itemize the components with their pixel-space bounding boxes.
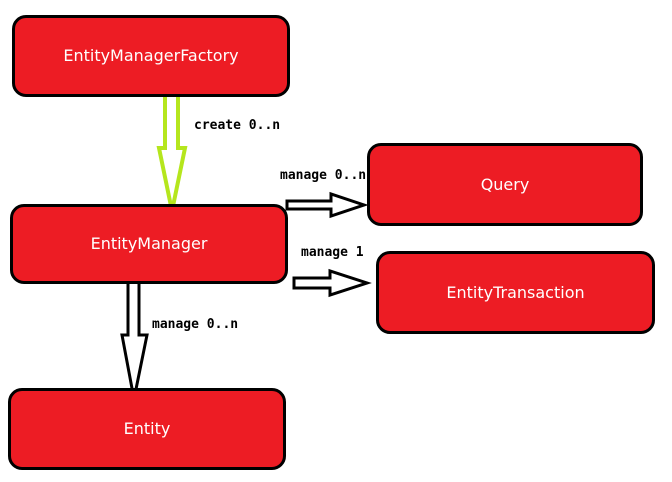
query-label: Query: [480, 174, 530, 194]
manage-query-edge-label: manage 0..n: [280, 168, 367, 183]
query-node: Query: [367, 143, 643, 226]
create-arrow: [156, 82, 188, 212]
manage-query-arrow: [285, 191, 369, 219]
entity-transaction-node: EntityTransaction: [376, 251, 655, 334]
entity-manager-factory-label: EntityManagerFactory: [63, 46, 239, 65]
entity-manager-factory-node: EntityManagerFactory: [12, 15, 290, 97]
manage-entity-edge-label: manage 0..n: [152, 317, 239, 332]
entity-node: Entity: [8, 388, 286, 470]
create-edge-label: create 0..n: [194, 118, 281, 133]
entity-manager-label: EntityManager: [90, 234, 208, 253]
manage-transaction-arrow: [292, 268, 372, 298]
manage-entity-arrow: [120, 278, 149, 400]
entity-transaction-label: EntityTransaction: [446, 282, 585, 302]
entity-manager-node: EntityManager: [10, 204, 288, 284]
entity-label: Entity: [123, 419, 171, 438]
manage-transaction-edge-label: manage 1: [301, 245, 364, 260]
